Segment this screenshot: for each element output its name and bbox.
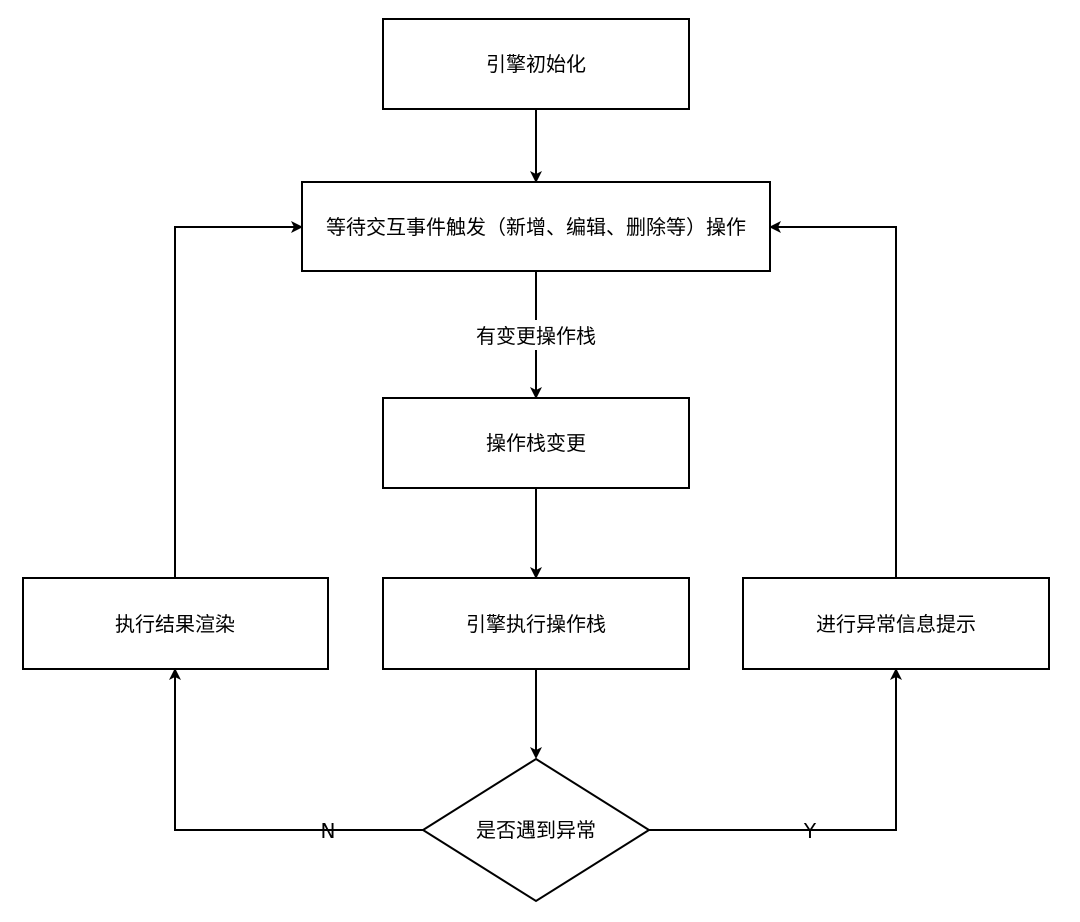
edge-label-has-change: 有变更操作栈 [462, 320, 610, 350]
node-wait-label: 等待交互事件触发（新增、编辑、删除等）操作 [326, 215, 746, 239]
node-decision-label: 是否遇到异常 [476, 818, 596, 842]
edge-error-hint-to-wait [769, 221, 897, 578]
edge-label-no: N [321, 819, 336, 843]
node-decision: 是否遇到异常 [421, 757, 651, 903]
node-init-label: 引擎初始化 [486, 52, 586, 76]
node-init: 引擎初始化 [382, 18, 690, 110]
node-wait: 等待交互事件触发（新增、编辑、删除等）操作 [301, 181, 771, 272]
node-execute-label: 引擎执行操作栈 [466, 612, 606, 636]
node-execute: 引擎执行操作栈 [382, 577, 690, 670]
node-error-hint-label: 进行异常信息提示 [816, 612, 976, 636]
edges [169, 110, 902, 831]
node-change: 操作栈变更 [382, 397, 690, 489]
edge-render-to-wait [174, 221, 303, 578]
node-error-hint: 进行异常信息提示 [742, 577, 1050, 670]
node-render: 执行结果渲染 [22, 577, 329, 670]
edge-label-yes: Y [803, 819, 817, 843]
edge-decision-to-error-hint [649, 668, 902, 831]
edge-label-has-change-text: 有变更操作栈 [476, 324, 596, 348]
node-render-label: 执行结果渲染 [115, 612, 235, 636]
edge-decision-to-render [169, 668, 423, 831]
node-change-label: 操作栈变更 [486, 431, 586, 455]
